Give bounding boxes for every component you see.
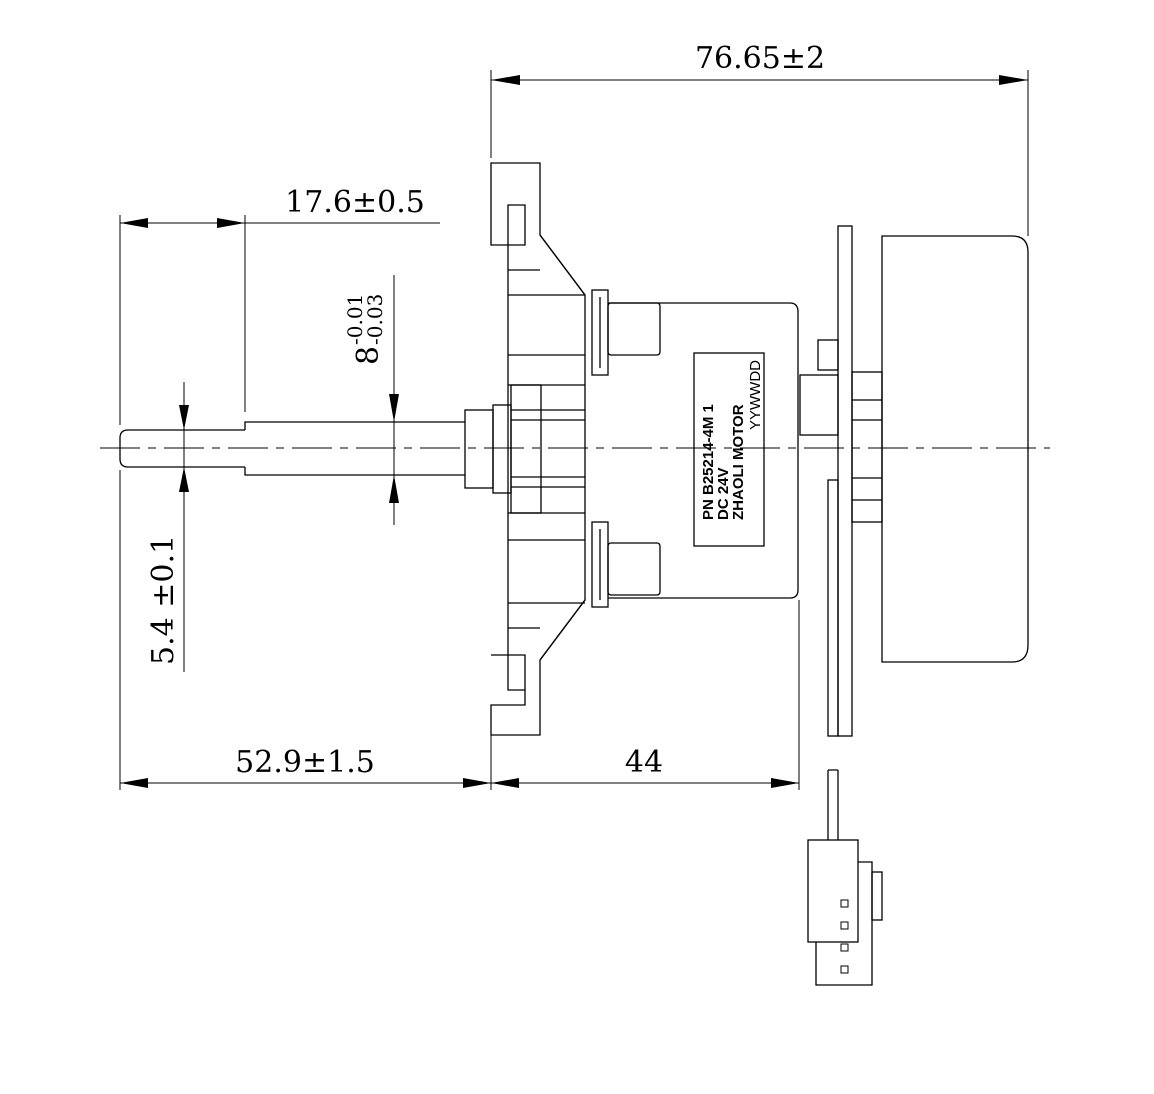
label-date-code: YYWWDD [747,360,764,430]
rear-assembly [799,225,1029,737]
flat-width-text: 5.4 ±0.1 [146,535,181,665]
dimension-flat-width: 5.4 ±0.1 [146,382,189,672]
body-length-text: 44 [625,745,663,780]
shaft-length-text: 17.6±0.5 [285,185,425,220]
shaft [119,421,465,476]
label-manufacturer: ZHAOLI MOTOR [730,404,747,520]
overall-length-text: 76.65±2 [695,41,825,76]
label-part-number: PN B25214-4M 1 [700,404,717,520]
dimension-overall-length: 76.65±2 [490,41,1029,236]
label-voltage: DC 24V [715,467,732,520]
dimension-shaft-diameter: 8 -0.01 -0.03 [343,275,399,525]
shaft-diameter-text: 8 [351,346,386,365]
motor-body [591,289,799,608]
nameplate-label: PN B25214-4M 1 DC 24V ZHAOLI MOTOR YYWWD… [693,352,765,547]
dimension-shaft-extension: 52.9±1.5 [119,470,492,790]
shaft-diameter-lower-tol: -0.03 [363,294,387,345]
dimension-body-length: 44 [491,600,800,790]
dimension-shaft-length: 17.6±0.5 [119,185,440,425]
shaft-diameter-upper-tol: -0.01 [343,294,367,345]
connector [807,769,883,986]
hub [464,384,585,514]
shaft-extension-text: 52.9±1.5 [235,745,375,780]
mounting-flange [490,162,586,736]
